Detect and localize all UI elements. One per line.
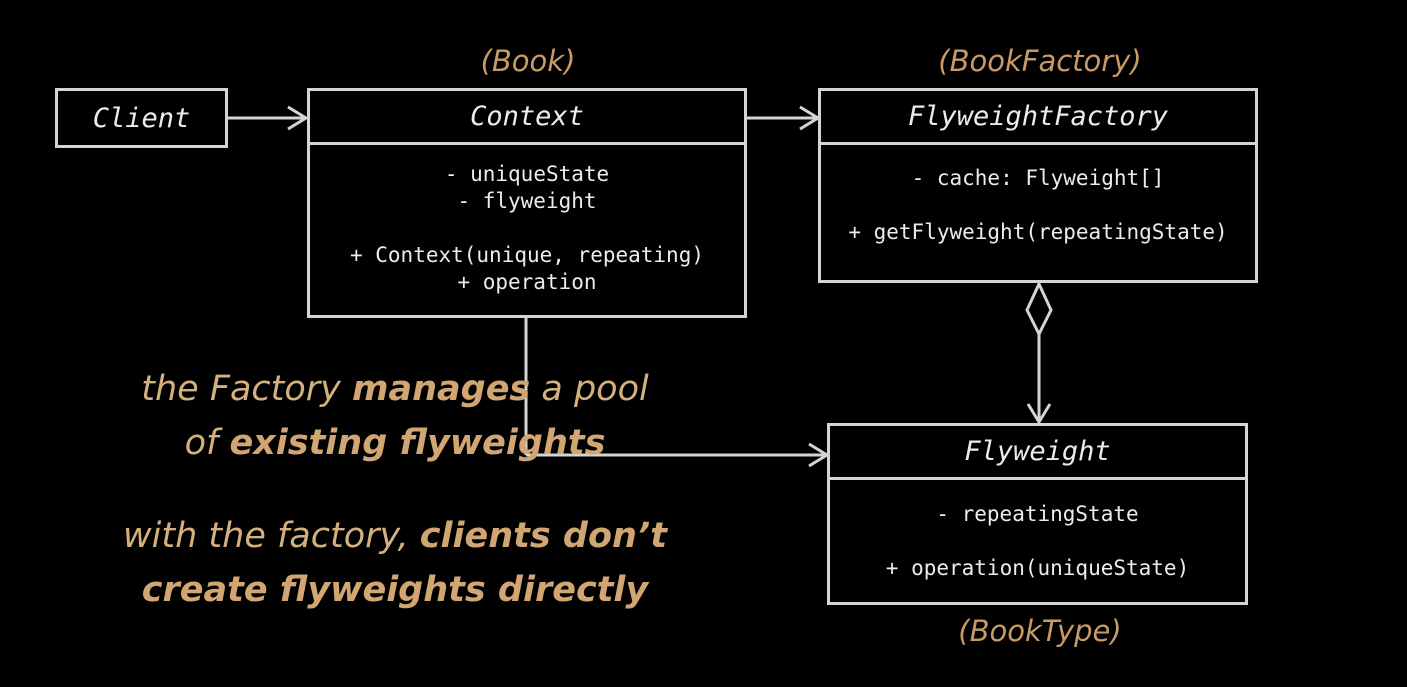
flyweight-spacer [830, 528, 1245, 555]
aggregation-diamond [1025, 280, 1053, 338]
flyweight-body: - repeatingState + operation(uniqueState… [830, 480, 1245, 582]
factory-title: FlyweightFactory [821, 91, 1255, 145]
context-box: Context - uniqueState - flyweight + Cont… [307, 88, 747, 318]
caption-line: create flyweights directly [70, 563, 720, 617]
context-attribute: - uniqueState [444, 162, 610, 186]
caption-bold-text: clients don’t [419, 516, 667, 556]
flyweight-box: Flyweight - repeatingState + operation(u… [827, 423, 1248, 605]
caption-text: of [184, 423, 230, 463]
context-spacer [310, 215, 744, 242]
factory-box: FlyweightFactory - cache: Flyweight[] + … [818, 88, 1258, 283]
caption-line: of existing flyweights [70, 416, 720, 470]
stereotype-context: (Book) [480, 44, 576, 78]
factory-spacer [821, 192, 1255, 219]
flyweight-title: Flyweight [830, 426, 1245, 480]
caption-text: a pool [530, 369, 649, 409]
client-box: Client [55, 88, 228, 148]
caption-line: with the factory, clients don’t [70, 509, 720, 563]
caption-factory-pool: the Factory manages a pool of existing f… [70, 362, 720, 470]
context-title: Context [310, 91, 744, 145]
context-method: + Context(unique, repeating) [349, 243, 704, 267]
arrowhead-client-context [287, 105, 309, 131]
context-attribute: - flyweight [457, 189, 597, 213]
caption-text: the Factory [141, 369, 353, 409]
caption-bold-text: create flyweights directly [141, 570, 649, 610]
stereotype-factory: (BookFactory) [938, 44, 1142, 78]
caption-text: with the factory, [123, 516, 420, 556]
caption-bold-text: manages [352, 369, 531, 409]
caption-line: the Factory manages a pool [70, 362, 720, 416]
context-method: + operation [457, 270, 597, 294]
flyweight-method: + operation(uniqueState) [885, 556, 1190, 580]
caption-clients-factory: with the factory, clients don’t create f… [70, 509, 720, 617]
flyweight-attribute: - repeatingState [936, 502, 1139, 526]
factory-body: - cache: Flyweight[] + getFlyweight(repe… [821, 145, 1255, 246]
stereotype-flyweight: (BookType) [958, 614, 1122, 648]
caption-bold-text: existing flyweights [229, 423, 606, 463]
factory-method: + getFlyweight(repeatingState) [848, 220, 1228, 244]
factory-attribute: - cache: Flyweight[] [911, 166, 1165, 190]
client-title: Client [92, 102, 191, 134]
context-body: - uniqueState - flyweight + Context(uniq… [310, 145, 744, 296]
arrowhead-factory-flyweight [1026, 403, 1052, 425]
